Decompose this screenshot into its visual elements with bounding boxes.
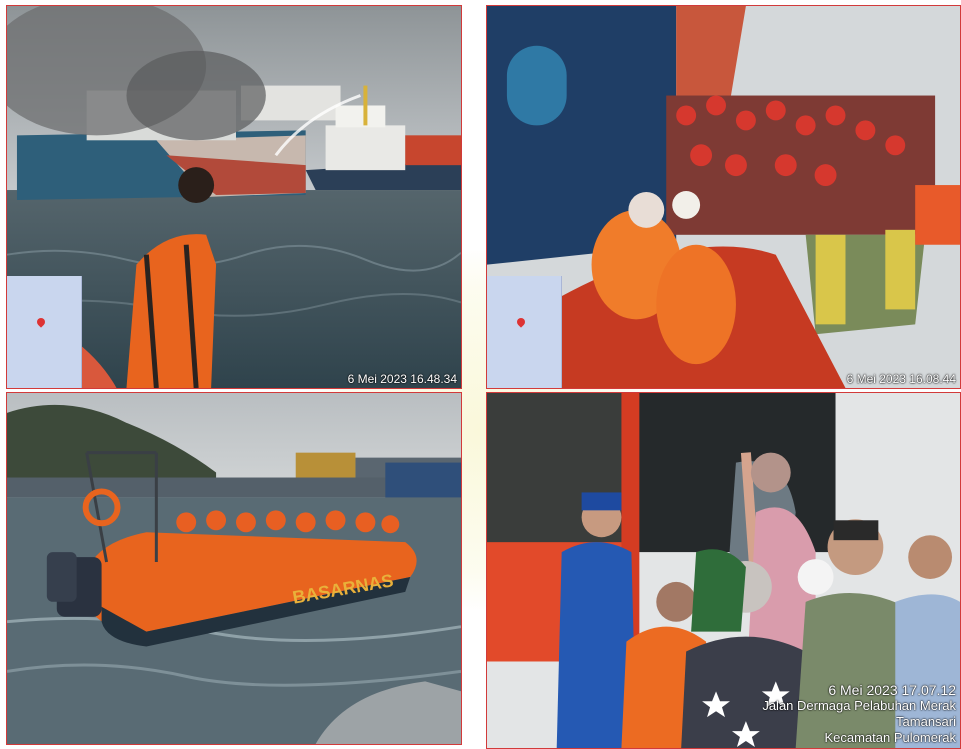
photo-timestamp: 6 Mei 2023 16.08.44 (846, 372, 956, 386)
photo-rescue-boat: BASARNAS (6, 392, 462, 745)
photo-location-stamp: 6 Mei 2023 17.07.12 Jalan Dermaga Pelabu… (762, 682, 956, 746)
photo-timestamp: 6 Mei 2023 16.48.34 (347, 372, 457, 386)
location-line-district: Kecamatan Pulomerak (824, 730, 956, 745)
location-line-village: Tamansari (896, 714, 956, 729)
photo-truck-unloading: 6 Mei 2023 17.07.12 Jalan Dermaga Pelabu… (486, 392, 961, 749)
photo-ship-fire: 6 Mei 2023 16.48.34 (6, 5, 462, 389)
rescue-boat-scene (7, 393, 461, 744)
map-pin-icon (35, 316, 47, 328)
evacuation-scene (487, 6, 960, 388)
location-line-street: Jalan Dermaga Pelabuhan Merak (762, 698, 956, 713)
photo-timestamp: 6 Mei 2023 17.07.12 (828, 682, 956, 698)
location-map-thumbnail (487, 276, 562, 388)
truck-unloading-scene (487, 393, 960, 748)
location-map-thumbnail (7, 276, 82, 388)
map-pin-icon (515, 316, 527, 328)
ship-fire-scene (7, 6, 461, 388)
photo-passenger-evacuation: 6 Mei 2023 16.08.44 (486, 5, 961, 389)
